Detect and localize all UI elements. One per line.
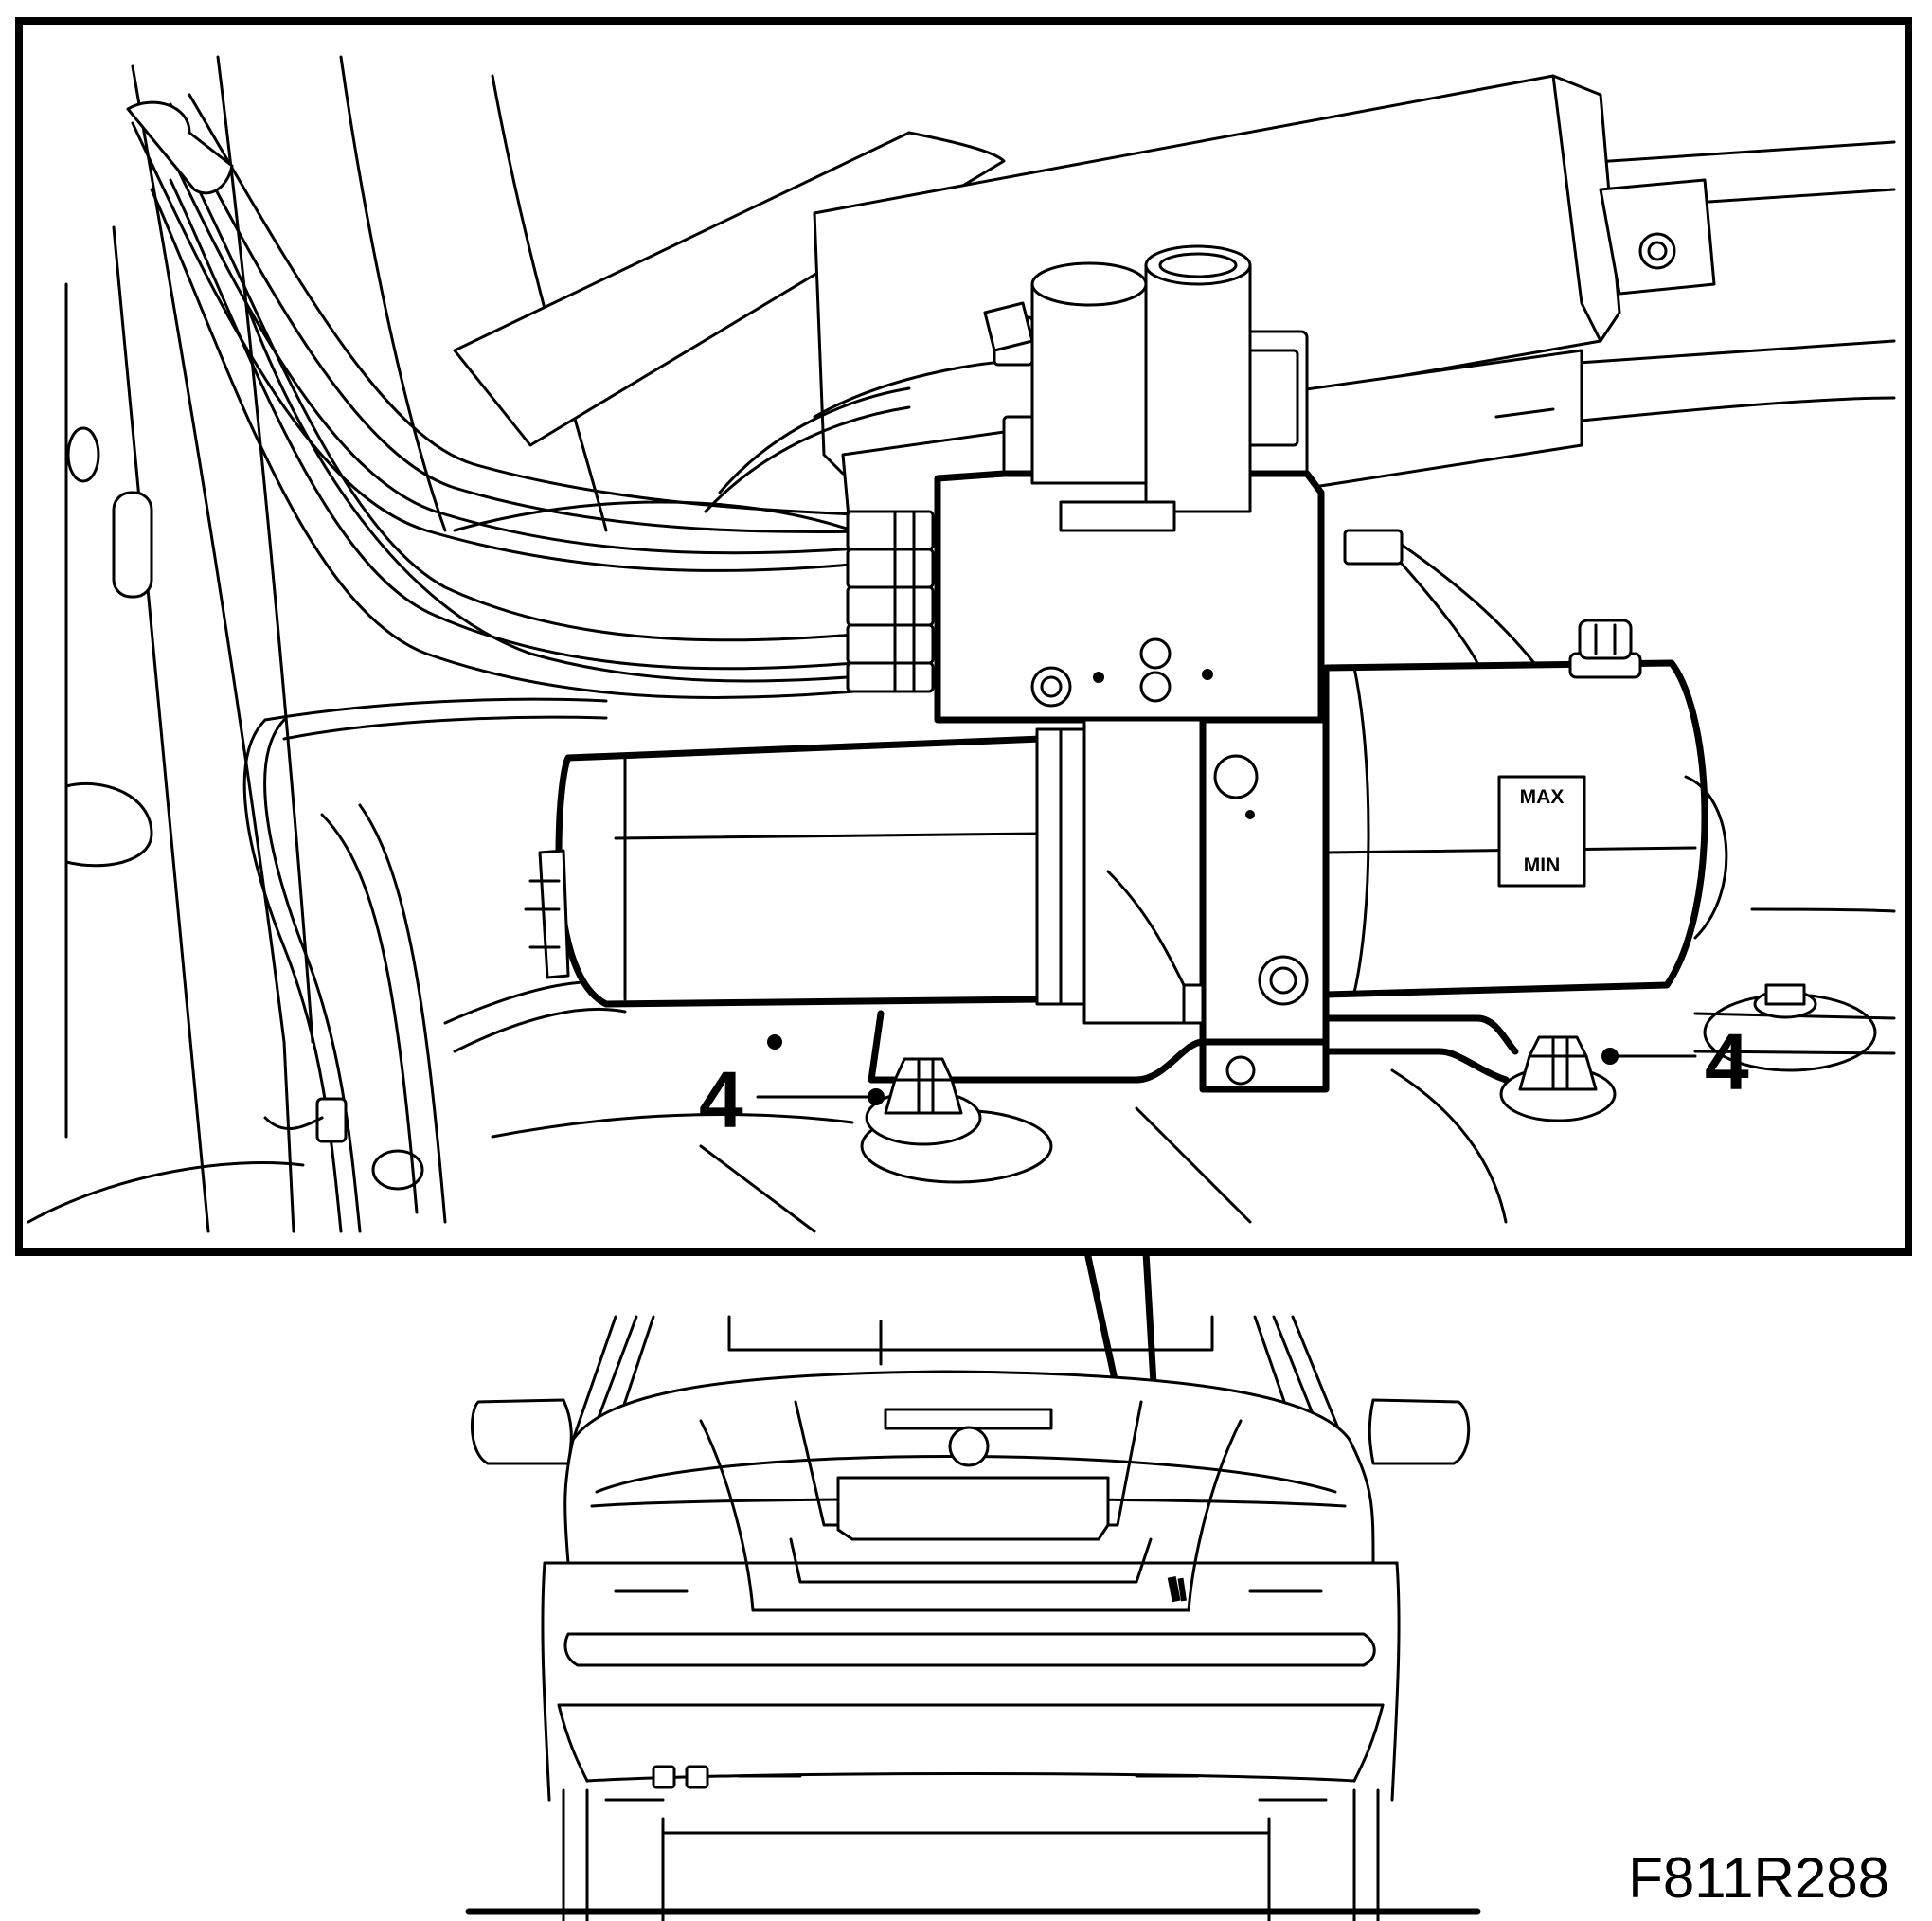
detail-view: MAX MIN: [27, 55, 1896, 1233]
valve-block: [934, 470, 1330, 1046]
wiring-harness: [126, 93, 1044, 1233]
callout-leaders: [756, 1034, 1697, 1105]
pump-motor: [524, 727, 1086, 1008]
level-min-label: MIN: [1524, 854, 1561, 876]
level-max-label: MAX: [1520, 786, 1565, 808]
fluid-reservoir: MAX MIN: [1322, 619, 1728, 998]
callout-4-a: 4: [699, 1055, 743, 1144]
figure-id: F811R288: [1628, 1846, 1889, 1910]
callout-4-b: 4: [1705, 1017, 1749, 1106]
car-rear-view: [465, 1315, 1481, 1921]
mounting-nut-left: [860, 1057, 1053, 1184]
solenoids: [983, 244, 1252, 532]
mounting-bracket: [868, 1010, 1519, 1093]
mounting-nut-right: [1499, 983, 1877, 1122]
